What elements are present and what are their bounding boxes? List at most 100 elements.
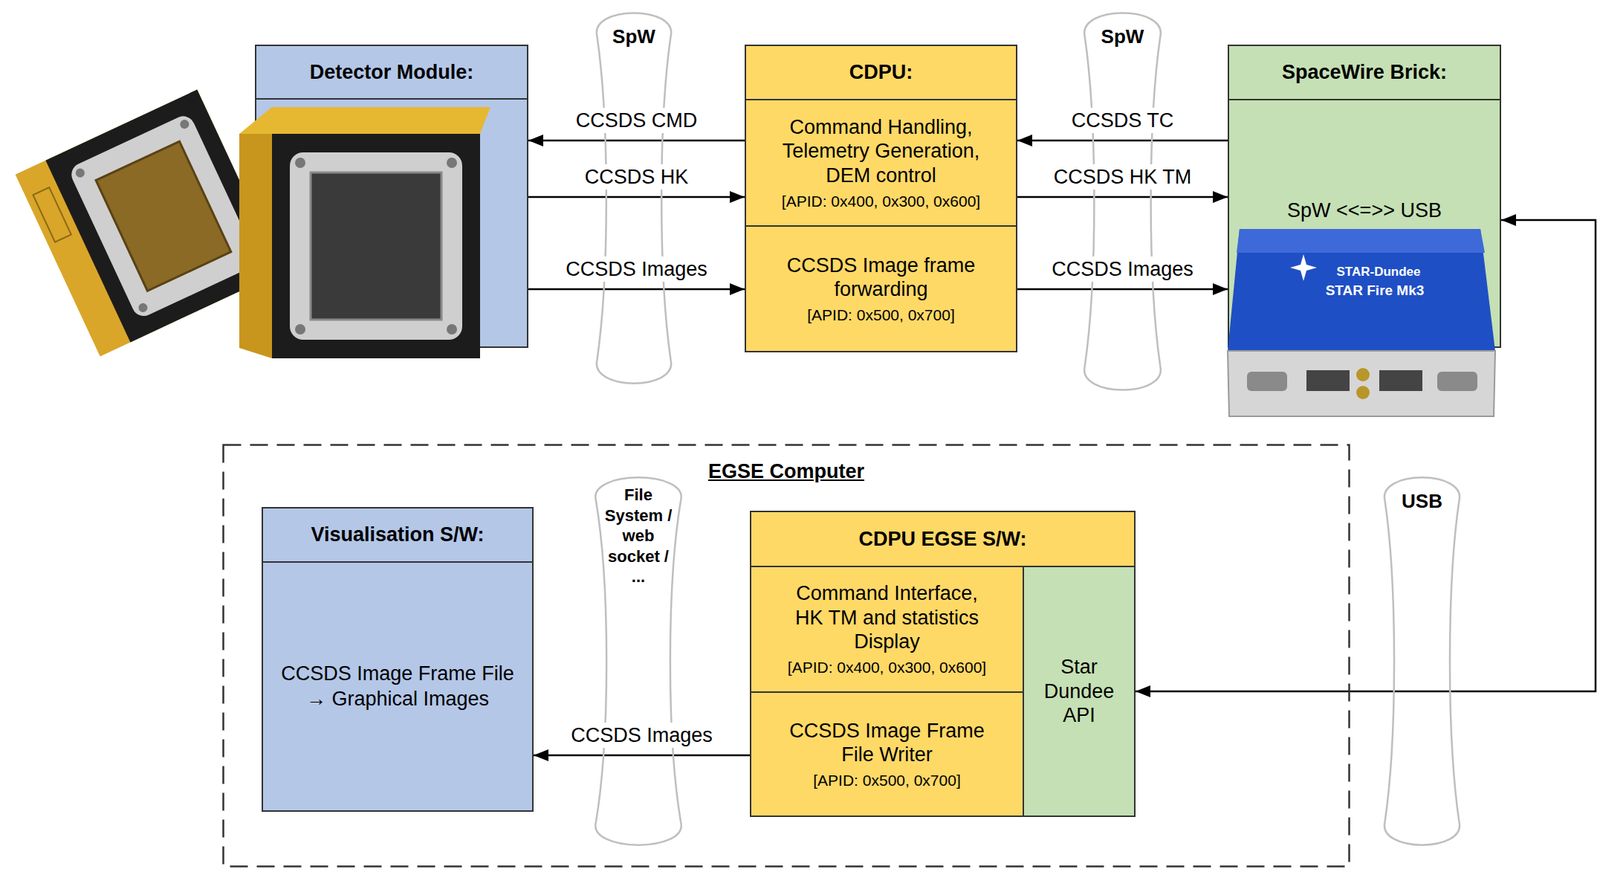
computer-frame: EGSE ComputerVisualisation S/W: CCSDS Ima… — [222, 443, 1351, 868]
link-pill: USB — [1377, 469, 1467, 853]
apid-text: [APID: 0x500, 0x700] — [813, 770, 961, 790]
box-heading: CDPU: — [849, 60, 914, 84]
link-name: SpW — [1077, 24, 1168, 50]
box-header: Visualisation S/W: — [263, 508, 533, 563]
module-box: Visualisation S/W: CCSDS Image Frame File… — [261, 506, 534, 812]
connector-arrow — [1017, 196, 1228, 199]
dashed-border — [223, 445, 1350, 867]
cube-marking — [32, 187, 71, 243]
edge-label: CCSDS Images — [1048, 256, 1197, 282]
function-text: CCSDS Image Frame File Writer — [784, 718, 990, 767]
edge-label: CCSDS CMD — [572, 107, 701, 134]
sensor-frame — [289, 152, 463, 340]
box-body: CCSDS Image Frame File → Graphical Image… — [263, 562, 533, 811]
function-box: Command Interface, HK TM and statistics … — [749, 565, 1025, 693]
function-box: Command Handling, Telemetry Generation, … — [744, 98, 1018, 227]
connector-port — [1356, 367, 1370, 382]
function-box: CCSDS Image Frame File Writer [APID: 0x50… — [749, 691, 1025, 817]
function-text: Star Dundee API — [1030, 654, 1129, 727]
unit-box: CDPU: Command Handling, Telemetry Generat… — [744, 44, 1018, 353]
connector-arrow — [528, 288, 745, 291]
cube-body — [15, 89, 283, 357]
screw — [295, 324, 306, 335]
cube-face — [271, 133, 481, 359]
pill-body: File System / web socket / ... — [587, 484, 689, 588]
screw — [74, 167, 87, 180]
link-pill: File System / web socket / ... — [587, 469, 689, 853]
screw — [241, 252, 254, 265]
pill-body: SpW — [590, 24, 678, 50]
connector-arrow — [1017, 139, 1228, 142]
sensor-frame — [67, 112, 260, 320]
box-header: Detector Module: — [256, 46, 527, 100]
box-header: CDPU: — [746, 46, 1016, 99]
pill-body: USB — [1377, 488, 1467, 514]
function-box: Star Dundee API — [1022, 565, 1136, 817]
screw — [446, 324, 458, 335]
cube-side — [239, 133, 272, 359]
edge-label: CCSDS Images — [562, 256, 711, 282]
pill-outline — [1377, 469, 1467, 853]
pill-shape — [596, 12, 672, 383]
connector-port — [1356, 385, 1370, 400]
connector-arrow — [1135, 219, 1596, 692]
box-text: CCSDS Image Frame File → Graphical Image… — [280, 661, 515, 712]
screw — [178, 118, 191, 131]
box-text: SpW <<=>> USB — [1229, 198, 1500, 224]
connector-port — [1379, 370, 1423, 391]
link-name: USB — [1377, 488, 1467, 514]
connector-port — [1247, 371, 1288, 391]
function-box: CCSDS Image frame forwarding [APID: 0x500… — [744, 225, 1018, 353]
device-front — [1227, 350, 1496, 417]
connector-arrow — [528, 196, 745, 199]
pill-shape — [595, 477, 681, 845]
cube-top — [239, 107, 491, 134]
box-heading: SpaceWire Brick: — [1281, 60, 1447, 84]
function-text: CCSDS Image frame forwarding — [778, 253, 984, 302]
edge-label: CCSDS TC — [1068, 107, 1178, 134]
device-text: STAR Fire Mk3 — [1325, 283, 1425, 299]
box-header: SpaceWire Brick: — [1229, 46, 1500, 101]
link-name: File System / web socket / ... — [601, 484, 676, 588]
device-highlight — [1236, 228, 1485, 253]
device-text: STAR-Dundee — [1336, 265, 1421, 280]
module-box: SpaceWire Brick: SpW <<=>> USB — [1227, 44, 1502, 348]
box-body: SpW <<=>> USB — [1229, 198, 1500, 224]
link-pill: SpW — [590, 5, 678, 391]
edge-label: CCSDS HK TM — [1050, 164, 1195, 190]
sensor-chip — [310, 172, 442, 320]
star-logo — [1290, 254, 1317, 281]
link-name: SpW — [590, 24, 678, 50]
pill-shape — [1084, 13, 1161, 391]
apid-text: [APID: 0x400, 0x300, 0x600] — [781, 191, 981, 211]
function-text: Command Handling, Telemetry Generation, … — [778, 115, 984, 188]
module-box: Detector Module: — [254, 44, 529, 348]
frame-heading: EGSE Computer — [708, 460, 865, 484]
edge-label: CCSDS HK — [581, 164, 692, 190]
device-top — [1227, 228, 1496, 351]
pill-shape — [1384, 477, 1460, 845]
box-header: CDPU EGSE S/W: — [751, 512, 1135, 566]
screw — [446, 157, 458, 168]
cube-face — [45, 89, 282, 343]
screw — [295, 157, 306, 168]
apid-text: [APID: 0x500, 0x700] — [807, 305, 955, 325]
box-heading: CDPU EGSE S/W: — [858, 527, 1027, 551]
connector-port — [1306, 370, 1350, 391]
apid-text: [APID: 0x400, 0x300, 0x600] — [787, 657, 987, 677]
connector-arrow — [533, 754, 750, 757]
edge-label: CCSDS Images — [567, 722, 716, 748]
connector-port — [1437, 371, 1478, 391]
pill-body: SpW — [1077, 24, 1168, 50]
pill-outline — [1077, 5, 1168, 398]
box-heading: Visualisation S/W: — [310, 523, 484, 547]
frame-title: EGSE Computer — [222, 460, 1351, 484]
pill-outline — [590, 5, 678, 391]
link-pill: SpW — [1077, 5, 1168, 398]
box-heading: Detector Module: — [309, 60, 475, 84]
connector-arrow — [1017, 288, 1228, 291]
unit-box: CDPU EGSE S/W: Command Interface, HK TM a… — [749, 510, 1136, 817]
connector-arrow — [528, 139, 745, 142]
sensor-chip — [95, 141, 232, 291]
screw — [136, 301, 149, 314]
